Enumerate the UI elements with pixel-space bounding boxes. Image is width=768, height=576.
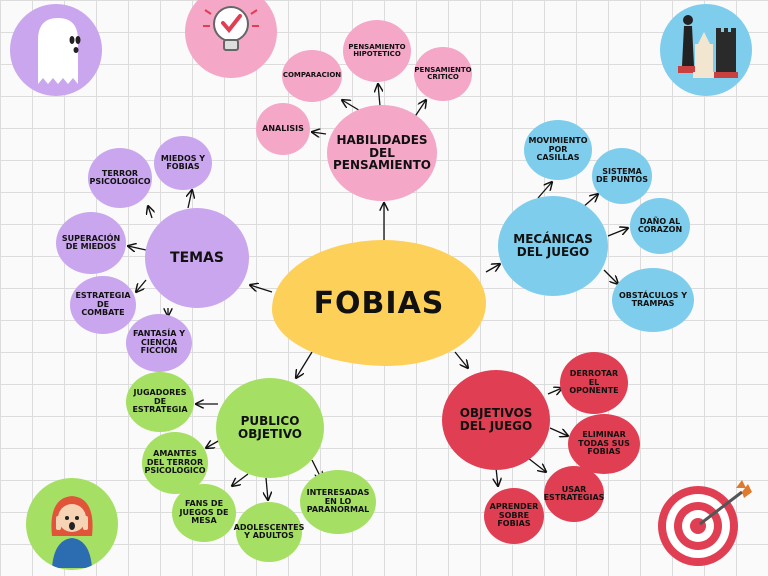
branch-temas: TEMAS bbox=[145, 208, 249, 308]
node-eliminar-fobias: ELIMINAR TODAS SUS FOBIAS bbox=[568, 414, 640, 474]
node-aprender-fobias: APRENDER SOBRE FOBIAS bbox=[484, 488, 544, 544]
node-fans-juegos-mesa: FANS DE JUEGOS DE MESA bbox=[172, 484, 236, 542]
branch-habilidades: HABILIDADES DEL PENSAMIENTO bbox=[327, 105, 437, 201]
branch-publico: PUBLICO OBJETIVO bbox=[216, 378, 324, 478]
branch-mecanicas-label: MECÁNICAS DEL JUEGO bbox=[513, 232, 593, 259]
node-adolescentes-adultos: ADOLESCENTES Y ADULTOS bbox=[234, 502, 304, 562]
node-interesadas-paranormal: INTERESADAS EN LO PARANORMAL bbox=[300, 470, 376, 534]
connector-arrow bbox=[496, 467, 498, 486]
connector-arrow bbox=[188, 190, 192, 209]
connector-arrow bbox=[312, 132, 327, 134]
connector-arrow bbox=[485, 264, 500, 273]
branch-objetivos-label: OBJETIVOS DEL JUEGO bbox=[459, 406, 533, 433]
connector-arrow bbox=[148, 206, 152, 219]
connector-arrow bbox=[250, 285, 273, 293]
branch-temas-label: TEMAS bbox=[170, 249, 224, 266]
node-fantasia-ciencia-ficcion: FANTASÍA Y CIENCIA FICCIÓN bbox=[126, 314, 192, 372]
node-miedos-fobias: MIEDOS Y FOBIAS bbox=[154, 136, 212, 190]
node-comparacion: COMPARACION bbox=[282, 50, 342, 102]
node-pensamiento-critico: PENSAMIENTO CRITICO bbox=[414, 47, 472, 101]
node-terror-psicologico: TERROR PSICOLOGICO bbox=[88, 148, 152, 208]
node-dano-corazon: DAÑO AL CORAZON bbox=[630, 198, 690, 254]
node-movimiento-casillas: MOVIMIENTO POR CASILLAS bbox=[524, 120, 592, 180]
branch-mecanicas: MECÁNICAS DEL JUEGO bbox=[498, 196, 608, 296]
connector-arrow bbox=[266, 477, 268, 500]
branch-publico-label: PUBLICO OBJETIVO bbox=[238, 414, 302, 441]
node-analisis: ANALISIS bbox=[256, 103, 310, 155]
connector-arrow bbox=[537, 182, 552, 199]
central-topic-label: FOBIAS bbox=[313, 285, 445, 321]
node-sistema-puntos: SISTEMA DE PUNTOS bbox=[592, 148, 652, 204]
lightbulb-check-icon bbox=[185, 0, 277, 78]
node-estrategia-combate: ESTRATEGIA DE COMBATE bbox=[70, 276, 136, 334]
connector-arrow bbox=[607, 228, 628, 237]
branch-objetivos: OBJETIVOS DEL JUEGO bbox=[442, 370, 550, 470]
node-obstaculos-trampas: OBSTÁCULOS Y TRAMPAS bbox=[612, 268, 694, 332]
node-pensamiento-hipotetico: PENSAMIENTO HIPOTETICO bbox=[343, 20, 411, 82]
chess-pieces-icon bbox=[660, 4, 752, 96]
connector-arrow bbox=[136, 279, 147, 292]
connector-arrow bbox=[296, 351, 313, 378]
node-jugadores-estrategia: JUGADORES DE ESTRATEGIA bbox=[126, 372, 194, 432]
node-derrotar-oponente: DERROTAR EL OPONENTE bbox=[560, 352, 628, 414]
node-usar-estrategias: USAR ESTRATEGIAS bbox=[544, 466, 604, 522]
connector-arrow bbox=[549, 427, 568, 436]
connector-arrow bbox=[378, 84, 380, 107]
node-amantes-terror: AMANTES DEL TERROR PSICOLOGICO bbox=[142, 432, 208, 494]
connector-arrow bbox=[128, 246, 147, 250]
connector-arrow bbox=[527, 457, 546, 472]
ghost-icon bbox=[10, 4, 102, 96]
central-topic-fobias: FOBIAS bbox=[272, 240, 486, 366]
scared-girl-icon bbox=[26, 478, 118, 570]
connector-arrow bbox=[547, 388, 562, 394]
target-arrow-icon bbox=[656, 478, 752, 570]
connector-arrow bbox=[603, 269, 618, 284]
branch-habilidades-label: HABILIDADES DEL PENSAMIENTO bbox=[333, 133, 431, 173]
node-superacion-miedos: SUPERACIÓN DE MIEDOS bbox=[56, 212, 126, 274]
connector-arrow bbox=[232, 473, 249, 486]
connector-arrow bbox=[454, 351, 468, 368]
